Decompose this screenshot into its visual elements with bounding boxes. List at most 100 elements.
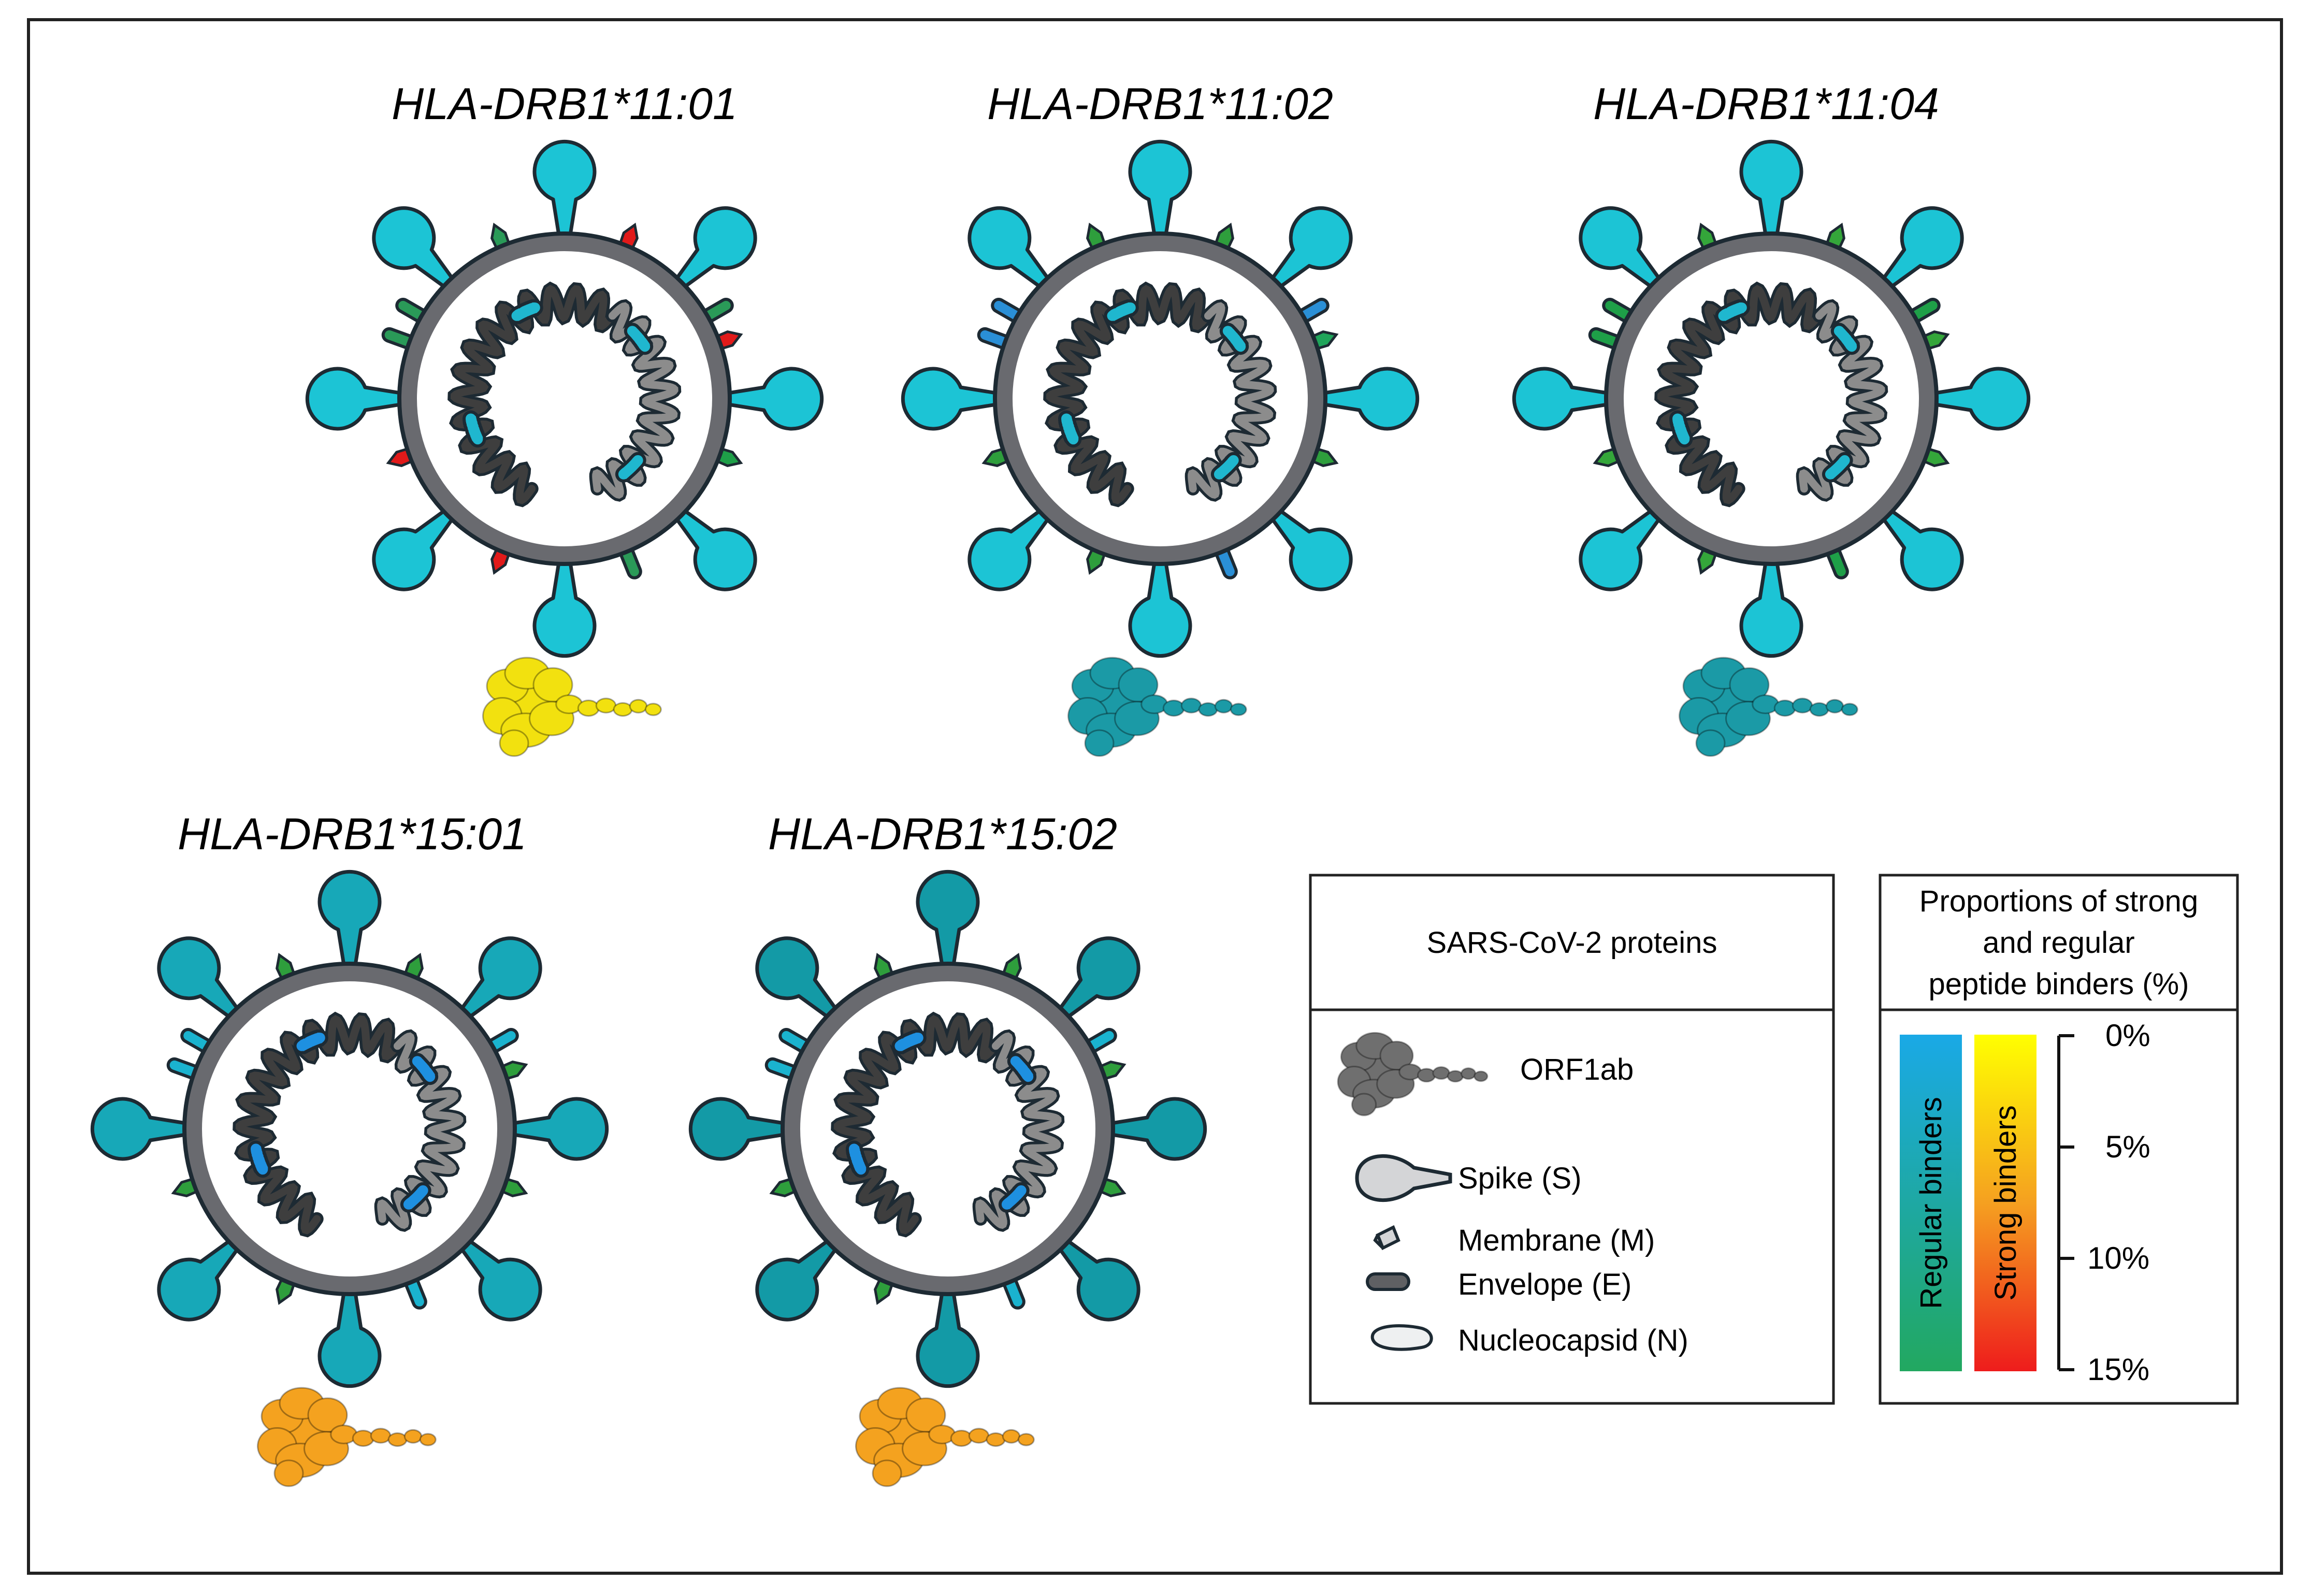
orf-tail-bead bbox=[1792, 698, 1813, 714]
nucleocapsid-marker bbox=[1222, 326, 1246, 352]
spike-protein bbox=[1930, 367, 2031, 431]
legend-envelope-icon bbox=[1366, 1272, 1410, 1291]
spike-protein bbox=[901, 367, 1002, 431]
legend-nucleocapsid-icon bbox=[1370, 1324, 1433, 1351]
spike-protein bbox=[457, 936, 542, 1021]
scale-tick-label-5: 5% bbox=[2105, 1129, 2150, 1164]
orf1ab-icon-11-01 bbox=[482, 657, 662, 757]
legend-membrane-label: Membrane (M) bbox=[1458, 1224, 1655, 1257]
spike-protein bbox=[372, 506, 457, 591]
protein-legend: SARS-CoV-2 proteins ORF1ab Spike (S) Mem… bbox=[1309, 874, 1835, 1405]
orf-tail-bead bbox=[1825, 699, 1844, 714]
scale-tick-label-0: 0% bbox=[2105, 1018, 2150, 1053]
spike-protein bbox=[1056, 936, 1140, 1021]
strong-binders-label: Strong binders bbox=[1989, 1105, 2023, 1300]
nucleocapsid-marker bbox=[1107, 302, 1136, 321]
rna-strand-light bbox=[377, 1032, 464, 1229]
virus-hla-drb1-11-04 bbox=[1512, 139, 2031, 658]
spike-protein bbox=[1879, 506, 1964, 591]
spike-protein bbox=[755, 1237, 840, 1322]
spike-protein bbox=[1512, 367, 1613, 431]
spike-protein bbox=[1319, 367, 1420, 431]
virus-hla-drb1-15-01 bbox=[90, 869, 609, 1388]
orf-tail-bead bbox=[644, 703, 662, 716]
spike-protein bbox=[688, 1097, 789, 1161]
legend-spike-label: Spike (S) bbox=[1458, 1162, 1582, 1195]
rna-strand-dark bbox=[1046, 285, 1212, 504]
legend-orf1ab-icon bbox=[1337, 1032, 1489, 1116]
orf-lobe bbox=[1695, 729, 1726, 757]
panel-title-2: HLA-DRB1*11:02 bbox=[987, 79, 1333, 129]
spike-protein bbox=[916, 869, 980, 970]
rna-strand-dark bbox=[833, 1015, 1000, 1235]
spike-protein bbox=[1106, 1097, 1207, 1161]
spike-protein bbox=[723, 367, 824, 431]
orf-tail-bead bbox=[1162, 700, 1185, 717]
orf-tail-bead bbox=[387, 1432, 408, 1447]
nucleocapsid-marker bbox=[1672, 413, 1690, 445]
orf1ab-icon-15-01 bbox=[257, 1387, 437, 1487]
spike-protein bbox=[1268, 506, 1353, 591]
orf-tail-bead bbox=[613, 702, 633, 717]
orf-tail-bead bbox=[1841, 703, 1858, 716]
rna-strand-dark bbox=[235, 1015, 401, 1235]
scale-title-line-3: peptide binders (%) bbox=[1929, 967, 2189, 1001]
orf-tail-bead bbox=[1017, 1433, 1035, 1446]
orf-tail-bead bbox=[419, 1433, 437, 1446]
orf-lobe bbox=[905, 1397, 946, 1433]
virus-hla-drb1-11-01 bbox=[305, 139, 824, 658]
orf-lobe bbox=[1379, 1040, 1414, 1071]
spike-protein bbox=[1739, 139, 1803, 240]
orf-tail-bead bbox=[1180, 698, 1202, 714]
orf-tail-bead bbox=[352, 1430, 374, 1447]
legend-title: SARS-CoV-2 proteins bbox=[1427, 926, 1717, 960]
orf1ab-icon-11-04 bbox=[1679, 657, 1858, 757]
orf-tail-bead bbox=[968, 1428, 990, 1444]
nucleocapsid-marker bbox=[627, 326, 651, 352]
nucleocapsid-marker bbox=[849, 1143, 866, 1175]
orf-lobe bbox=[273, 1459, 304, 1487]
orf1ab-icon-15-02 bbox=[855, 1387, 1035, 1487]
spike-protein bbox=[672, 506, 757, 591]
spike-protein bbox=[967, 206, 1052, 291]
spike-protein bbox=[372, 206, 457, 291]
spike-protein bbox=[755, 936, 840, 1021]
nucleocapsid-marker bbox=[1825, 455, 1850, 480]
orf-tail-bead bbox=[370, 1428, 392, 1444]
orf-tail-bead bbox=[403, 1429, 423, 1444]
virus-hla-drb1-15-02 bbox=[688, 869, 1207, 1388]
spike-protein bbox=[157, 1237, 242, 1322]
binder-scale: Proportions of strong and regular peptid… bbox=[1879, 874, 2239, 1405]
nucleocapsid-marker bbox=[403, 1185, 428, 1210]
strong-binders-bar bbox=[1974, 1035, 2036, 1371]
spike-protein bbox=[508, 1097, 609, 1161]
orf-tail-bead bbox=[1230, 703, 1247, 716]
nucleocapsid-marker bbox=[894, 1033, 923, 1051]
nucleocapsid-marker bbox=[1833, 326, 1857, 352]
legend-orf1ab-label: ORF1ab bbox=[1520, 1053, 1634, 1086]
spike-protein bbox=[672, 206, 757, 291]
panel-title-5: HLA-DRB1*15:02 bbox=[768, 809, 1117, 859]
spike-protein bbox=[1579, 206, 1664, 291]
scale-title-line-2: and regular bbox=[1983, 926, 2134, 960]
orf-tail-bead bbox=[1417, 1068, 1436, 1083]
spike-protein bbox=[1056, 1237, 1140, 1322]
spike-protein bbox=[1128, 139, 1192, 240]
orf-lobe bbox=[1118, 667, 1159, 703]
orf-tail-bead bbox=[577, 700, 600, 717]
orf-tail-bead bbox=[1809, 702, 1829, 717]
spike-protein bbox=[1739, 557, 1803, 658]
spike-protein bbox=[157, 936, 242, 1021]
spike-protein bbox=[317, 869, 382, 970]
rna-strand-dark bbox=[450, 285, 616, 504]
regular-binders-label: Regular binders bbox=[1914, 1097, 1948, 1309]
legend-spike-icon bbox=[1355, 1154, 1452, 1202]
scale-tick-label-15: 15% bbox=[2087, 1352, 2149, 1387]
orf-tail-bead bbox=[1198, 702, 1218, 717]
legend-nucleocapsid-label: Nucleocapsid (N) bbox=[1458, 1324, 1688, 1357]
nucleocapsid-marker bbox=[1061, 413, 1079, 445]
nucleocapsid-marker bbox=[1010, 1056, 1034, 1082]
virus-hla-drb1-11-02 bbox=[901, 139, 1420, 658]
spike-protein bbox=[90, 1097, 191, 1161]
